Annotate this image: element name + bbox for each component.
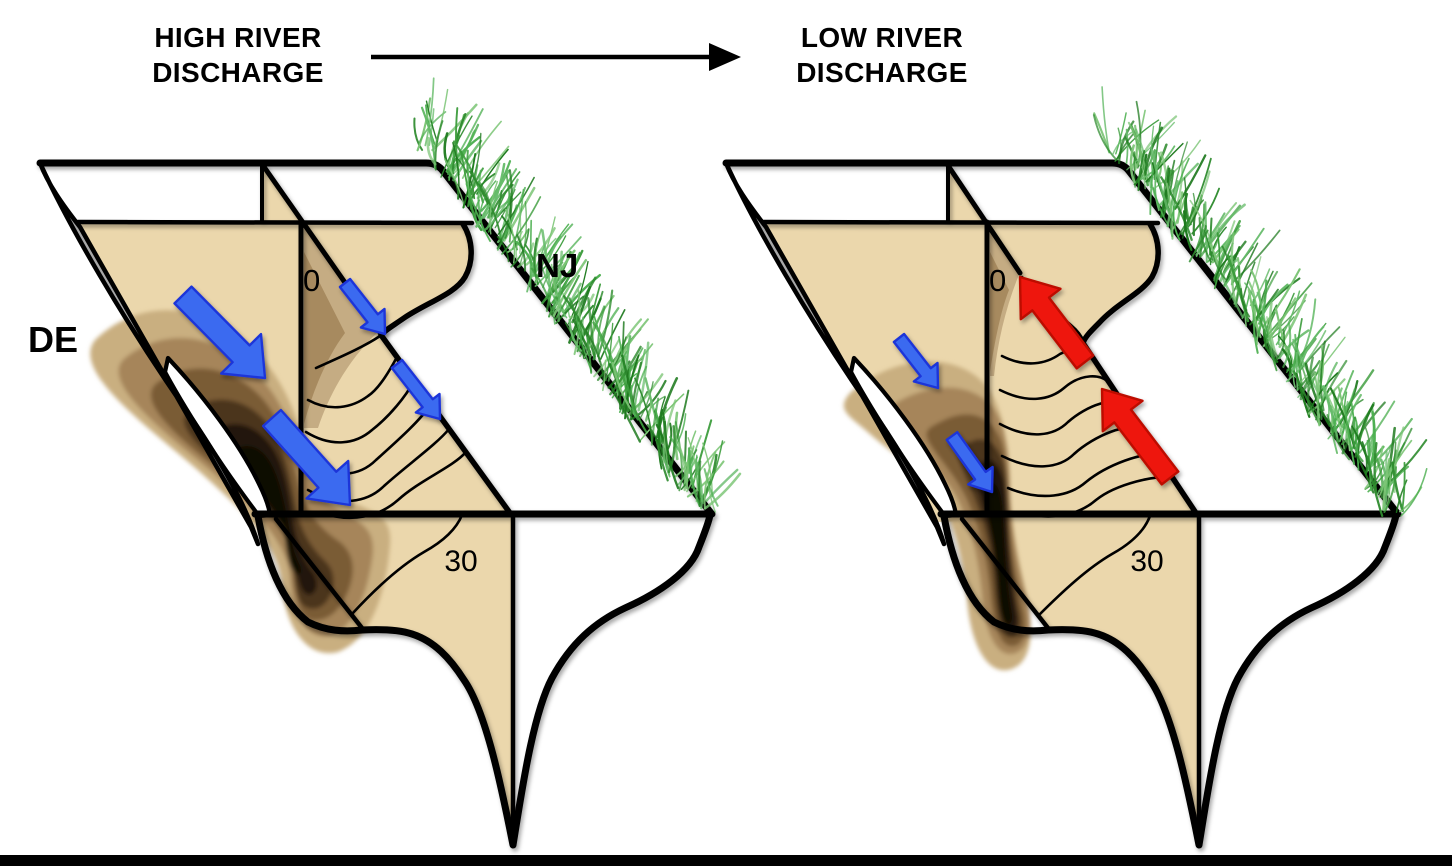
longitudinal-section-face [762,222,1196,522]
surface-rim-and-nj-shoreline [722,159,1401,517]
upstream-cut-edge [944,161,1023,276]
channel-bottom-cut-edge [959,516,1051,631]
grass-band [413,77,742,513]
channel-bottom-cut-edge [273,516,365,631]
flow-arrows [173,277,442,507]
channel-outflow-lower-arrow [261,408,352,507]
label-new-jersey-shore: NJ [536,247,578,284]
cross-section-bathymetry [940,511,1400,849]
far-bank-waterline [761,219,1161,226]
channel-outflow-upper-arrow [173,285,267,380]
panel-low-discharge: 0 30 [722,86,1428,849]
salt-intrusion-upper-arrow [1018,275,1095,370]
upstream-cut-shade-dark [304,252,345,424]
label-isohaline-30: 30 [444,545,477,578]
far-bank-waterline [75,219,475,226]
transition-arrow [371,43,741,71]
section-faces [762,165,1199,845]
panel-high-discharge: DE NJ 0 30 [28,77,742,849]
structure-lines [722,159,1402,849]
label-delaware-shore: DE [28,319,78,360]
channel-outflow-lower-arrow [945,431,994,494]
surface-front-boundary [378,221,513,516]
cross-section-face [962,514,1199,845]
low-discharge-title: LOW RIVER DISCHARGE [732,20,1032,90]
title-line-1: HIGH RIVER [154,22,322,53]
title-line-1: LOW RIVER [800,22,964,53]
front-outflow-upper-arrow [338,277,387,336]
front-outflow-lower-arrow [390,358,442,421]
isohaline-contours [304,334,468,616]
label-isohaline-0: 0 [303,263,320,298]
flow-arrows [892,275,1180,494]
high-discharge-title: HIGH RIVER DISCHARGE [88,20,388,90]
cross-section-bathymetry [254,511,714,849]
title-line-2: DISCHARGE [796,57,968,88]
cross-section-face [276,514,513,845]
grass-band [1092,86,1428,518]
bottom-bar [0,855,1452,866]
label-isohaline-0: 0 [989,263,1006,298]
label-isohaline-30: 30 [1130,545,1163,578]
channel-outflow-upper-arrow [892,332,940,390]
salt-intrusion-lower-arrow [1100,387,1180,486]
upstream-cut-shade-dark [990,252,1009,372]
delaware-bank [37,160,261,547]
delaware-bank [723,160,947,547]
surface-front-boundary [1080,221,1199,516]
title-line-2: DISCHARGE [152,57,324,88]
